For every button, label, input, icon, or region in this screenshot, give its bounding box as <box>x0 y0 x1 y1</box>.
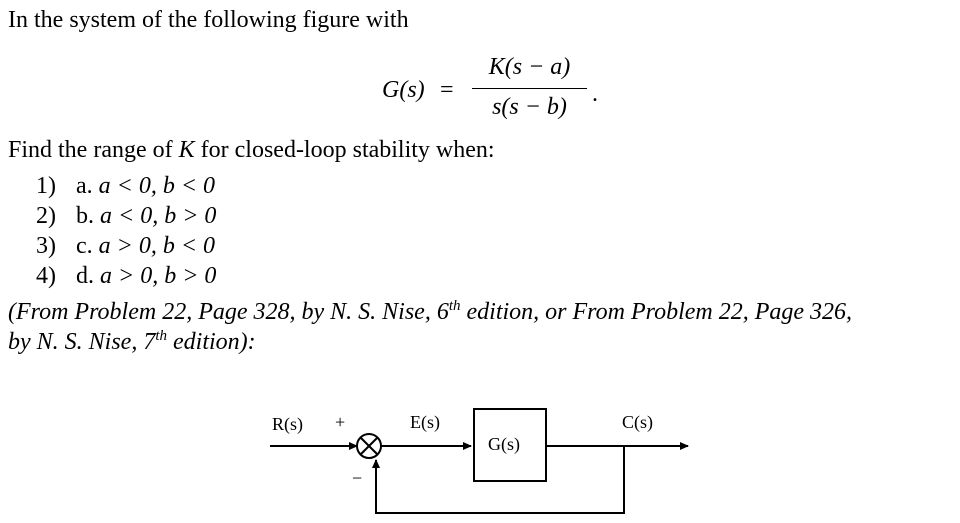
source-citation-line1: (From Problem 22, Page 328, by N. S. Nis… <box>8 298 852 326</box>
list-item: 3) c. a > 0, b < 0 <box>36 232 215 260</box>
item-letter: d. <box>76 263 94 289</box>
item-letter: a. <box>76 173 93 199</box>
intro-text: In the system of the following figure wi… <box>8 7 409 33</box>
question-suffix: for closed-loop stability when: <box>194 137 495 163</box>
plant-block <box>473 408 547 482</box>
feedback-path <box>372 446 625 514</box>
question-variable: K <box>178 137 195 163</box>
equation-denominator: s(s − b) <box>492 94 567 120</box>
minus-sign: − <box>352 468 363 488</box>
citation-text: edition, or From Problem 22, Page 326, <box>460 299 853 325</box>
input-label: R(s) <box>272 414 303 434</box>
citation-text: (From Problem 22, Page 328, by N. S. Nis… <box>8 299 449 325</box>
error-label: E(s) <box>410 412 440 432</box>
equation-equals: = <box>440 77 454 103</box>
equation-numerator: K(s − a) <box>488 54 571 80</box>
plant-label: G(s) <box>488 434 520 454</box>
citation-superscript: th <box>448 298 461 314</box>
item-condition: a < 0, b < 0 <box>98 173 216 199</box>
source-citation-line2: by N. S. Nise, 7th edition): <box>8 328 256 356</box>
output-label: C(s) <box>622 412 653 432</box>
list-item: 4) d. a > 0, b > 0 <box>36 262 216 290</box>
equation-lhs: G(s) <box>382 77 425 103</box>
item-letter: c. <box>76 233 93 259</box>
plus-sign: + <box>335 412 346 432</box>
list-item: 2) b. a < 0, b > 0 <box>36 202 216 230</box>
summing-junction <box>356 433 382 459</box>
list-item: 1) a. a < 0, b < 0 <box>36 172 215 200</box>
item-number: 1) <box>36 173 56 199</box>
item-condition: a > 0, b < 0 <box>98 233 216 259</box>
item-number: 3) <box>36 233 56 259</box>
question-prefix: Find the range of <box>8 137 179 163</box>
item-number: 2) <box>36 203 56 229</box>
item-letter: b. <box>76 203 94 229</box>
question-text: Find the range of K for closed-loop stab… <box>8 136 495 164</box>
citation-text: by N. S. Nise, 7 <box>8 329 156 355</box>
item-condition: a < 0, b > 0 <box>100 203 217 229</box>
item-condition: a > 0, b > 0 <box>100 263 217 289</box>
item-number: 4) <box>36 263 56 289</box>
citation-text: edition): <box>167 329 256 355</box>
fraction-bar <box>472 88 587 90</box>
equation-period: . <box>592 81 598 107</box>
citation-superscript: th <box>155 328 167 344</box>
